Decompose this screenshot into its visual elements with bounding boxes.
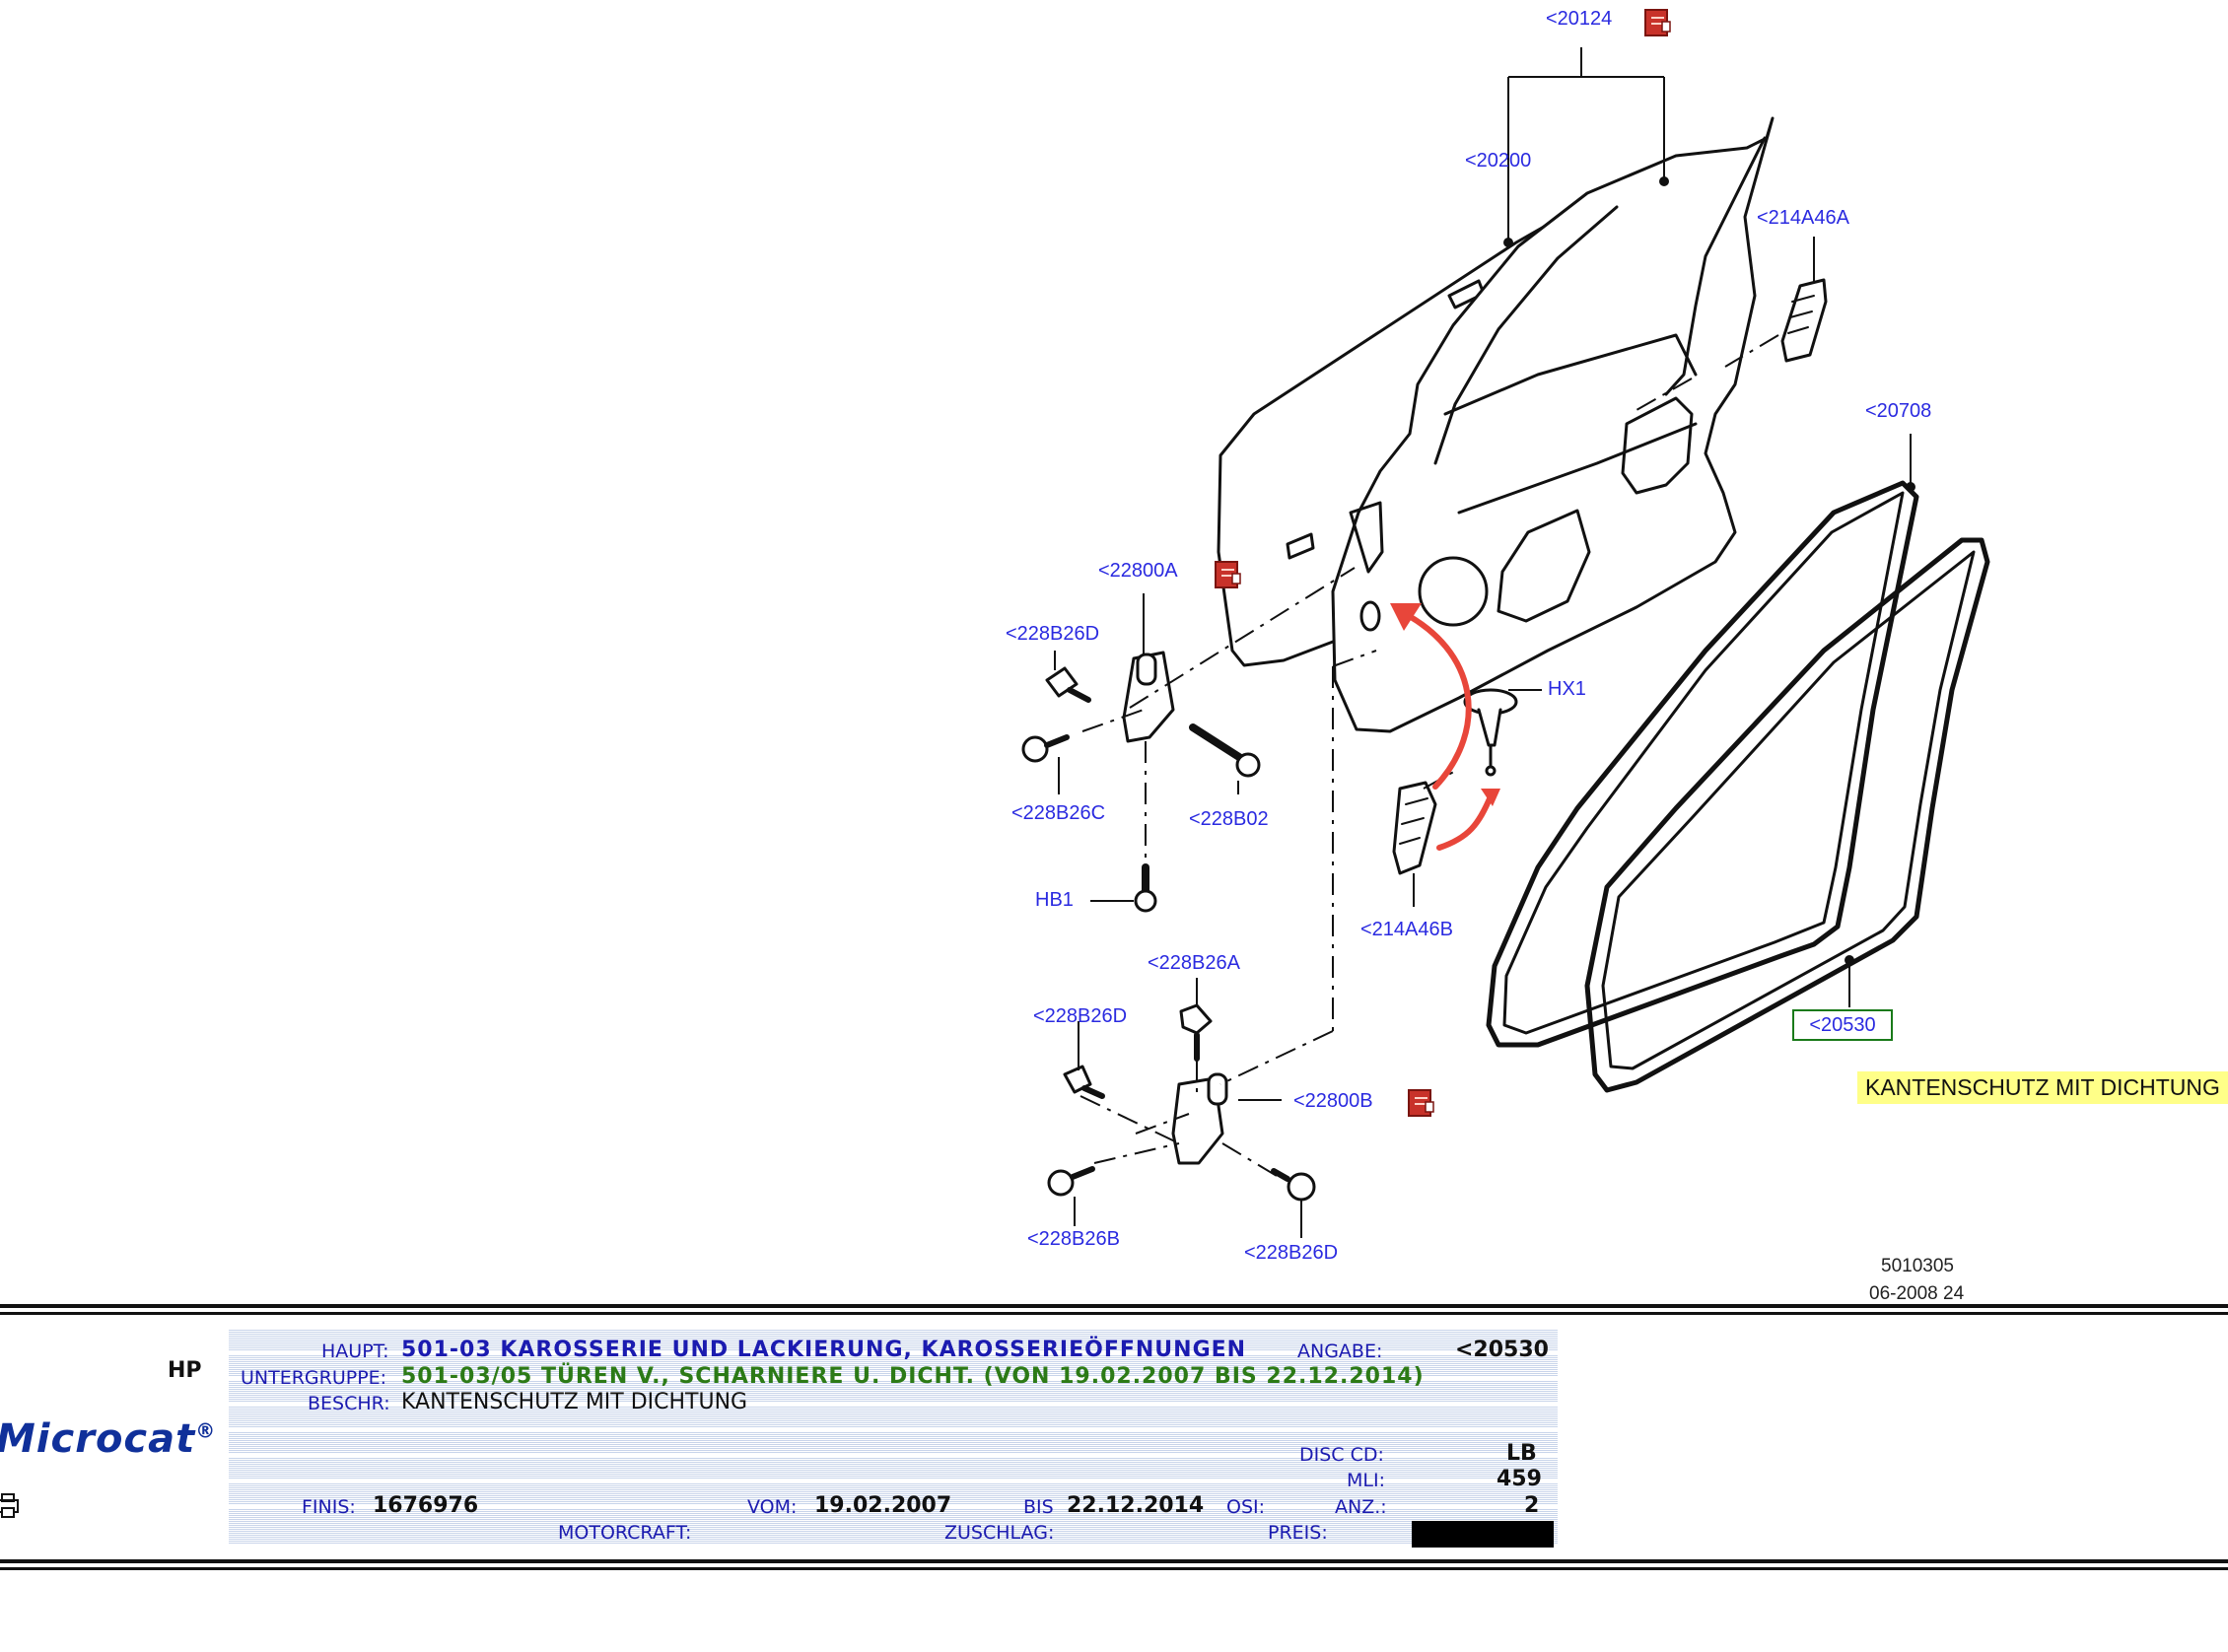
callout-228b26b[interactable]: <228B26B — [1027, 1228, 1120, 1250]
beschr-value: KANTENSCHUTZ MIT DICHTUNG — [401, 1390, 748, 1414]
vom-value: 19.02.2007 — [814, 1493, 952, 1518]
install-arrow-lower — [1436, 793, 1494, 851]
panel-row-bg — [229, 1522, 1558, 1544]
microcat-logo: Microcat® — [0, 1416, 217, 1462]
bolt-upper-right — [1189, 723, 1261, 778]
panel-top-rule — [0, 1312, 2228, 1315]
callout-20530-selected[interactable]: <20530 — [1792, 1009, 1893, 1041]
finis-label: FINIS: — [302, 1496, 356, 1518]
motorcraft-label: MOTORCRAFT: — [558, 1522, 692, 1544]
beschr-label: BESCHR: — [308, 1393, 390, 1414]
install-arrow-upper — [1397, 608, 1472, 790]
bolt-lower-bottom-left — [1047, 1166, 1095, 1197]
illustration-date: 06-2008 24 — [1869, 1283, 1965, 1304]
osi-label: OSI: — [1226, 1496, 1266, 1518]
callout-20200[interactable]: <20200 — [1465, 150, 1532, 172]
callout-228b26d[interactable]: <228B26D — [1244, 1242, 1339, 1264]
untergruppe-value: 501-03/05 TÜREN V., SCHARNIERE U. DICHT.… — [401, 1364, 1425, 1389]
parts-diagram — [1021, 47, 1990, 1238]
angabe-value: <20530 — [1455, 1338, 1549, 1362]
callout-228b02[interactable]: <228B02 — [1189, 808, 1269, 830]
angabe-label: ANGABE: — [1297, 1341, 1383, 1362]
bis-value: 22.12.2014 — [1067, 1493, 1205, 1518]
clip-214a46b — [1392, 781, 1437, 875]
door-cutout-upper — [1621, 396, 1694, 495]
plug-hx1 — [1463, 688, 1518, 777]
bolt-lower-bottom-right — [1271, 1168, 1316, 1202]
bolt-hb1 — [1134, 863, 1157, 913]
bis-label: BIS — [1023, 1496, 1054, 1518]
door-inner-frame — [1331, 116, 1775, 733]
price-value-redacted — [1412, 1521, 1554, 1548]
panel-bottom-rule — [0, 1559, 2228, 1563]
door-cutout-lower — [1497, 509, 1591, 623]
mli-label: MLI: — [1347, 1470, 1385, 1491]
door-weatherstrip-inner — [1584, 537, 1990, 1093]
callout-20708[interactable]: <20708 — [1865, 400, 1932, 422]
vom-label: VOM: — [747, 1496, 798, 1518]
part-tooltip: KANTENSCHUTZ MIT DICHTUNG — [1857, 1071, 2228, 1104]
disc-cd-value: LB — [1506, 1441, 1537, 1466]
callout-22800a[interactable]: <22800A — [1098, 560, 1178, 582]
document-icon[interactable] — [1406, 1088, 1435, 1118]
panel-row-bg — [229, 1329, 1558, 1350]
clip-214a46a — [1780, 278, 1828, 363]
disc-cd-label: DISC CD: — [1299, 1444, 1384, 1466]
panel-row-bg — [229, 1457, 1558, 1479]
anz-label: ANZ.: — [1335, 1496, 1387, 1518]
callout-22800b[interactable]: <22800B — [1293, 1090, 1373, 1112]
callout-228b26d[interactable]: <228B26D — [1033, 1005, 1128, 1027]
preis-label: PREIS: — [1268, 1522, 1328, 1544]
finis-value: 1676976 — [373, 1493, 479, 1518]
callout-hb1[interactable]: HB1 — [1035, 889, 1074, 911]
panel-top-rule — [0, 1304, 2228, 1308]
haupt-label: HAUPT: — [321, 1341, 389, 1362]
panel-row-bg — [229, 1482, 1558, 1504]
zuschlag-label: ZUSCHLAG: — [944, 1522, 1055, 1544]
mli-value: 459 — [1497, 1467, 1542, 1491]
panel-bottom-rule — [0, 1567, 2228, 1570]
haupt-value: 501-03 KAROSSERIE UND LACKIERUNG, KAROSS… — [401, 1338, 1247, 1362]
callout-214a46a[interactable]: <214A46A — [1757, 207, 1849, 229]
hp-label: HP — [168, 1358, 202, 1383]
bolt-upper-left — [1045, 666, 1091, 703]
callout-228b26d[interactable]: <228B26D — [1006, 623, 1100, 645]
panel-row-bg — [229, 1431, 1558, 1453]
bolt-lower-top — [1179, 1003, 1213, 1062]
bolt-upper-left-lower — [1021, 734, 1070, 763]
callout-228b26c[interactable]: <228B26C — [1011, 802, 1106, 824]
door-weatherstrip-outer — [1486, 480, 1919, 1048]
print-icon[interactable] — [0, 1490, 24, 1520]
untergruppe-label: UNTERGRUPPE: — [241, 1367, 387, 1389]
callout-hx1[interactable]: HX1 — [1548, 678, 1586, 700]
document-icon[interactable] — [1642, 8, 1672, 37]
callout-214a46b[interactable]: <214A46B — [1360, 919, 1453, 940]
bolt-lower-left — [1063, 1065, 1105, 1099]
anz-value: 2 — [1524, 1493, 1540, 1518]
panel-row-bg — [229, 1354, 1558, 1376]
callout-228b26a[interactable]: <228B26A — [1148, 952, 1240, 974]
document-icon[interactable] — [1213, 560, 1242, 589]
panel-row-bg — [229, 1380, 1558, 1402]
illustration-number: 5010305 — [1881, 1256, 1954, 1276]
callout-20124[interactable]: <20124 — [1546, 8, 1613, 30]
panel-row-bg — [229, 1406, 1558, 1427]
